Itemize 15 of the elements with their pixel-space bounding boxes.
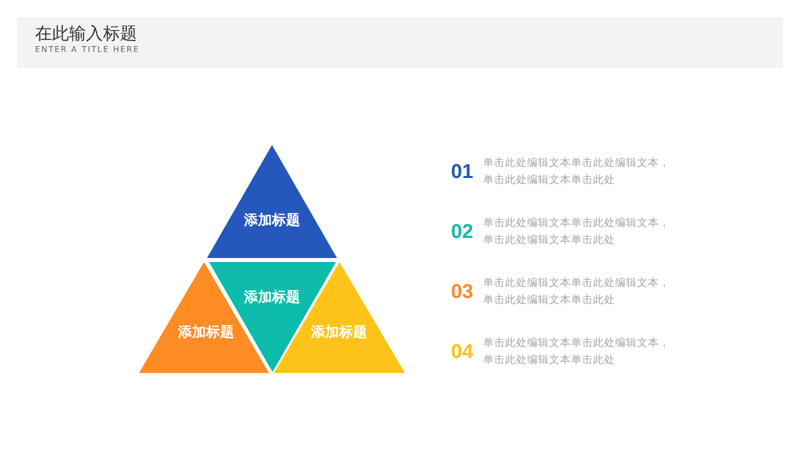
list-number: 04 [451, 341, 474, 363]
description-text: 单击此处编辑文本单击此处编辑文本，单击此处编辑文本单击此处 [483, 156, 671, 188]
list-number: 03 [451, 281, 474, 303]
list-number: 02 [451, 221, 474, 243]
description-text: 单击此处编辑文本单击此处编辑文本，单击此处编辑文本单击此处 [483, 216, 671, 248]
triangle-label: 添加标题 [178, 324, 234, 342]
triangle-label: 添加标题 [244, 290, 300, 306]
description-text: 单击此处编辑文本单击此处编辑文本，单击此处编辑文本单击此处 [483, 336, 671, 368]
pyramid-triangle [207, 145, 337, 258]
slide-subtitle: ENTER A TITLE HERE [35, 44, 140, 55]
list-number: 01 [451, 161, 474, 183]
slide-title: 在此输入标题 [35, 24, 137, 44]
description-text: 单击此处编辑文本单击此处编辑文本，单击此处编辑文本单击此处 [483, 276, 671, 308]
triangle-label: 添加标题 [244, 212, 300, 230]
triangle-label: 添加标题 [311, 324, 367, 342]
